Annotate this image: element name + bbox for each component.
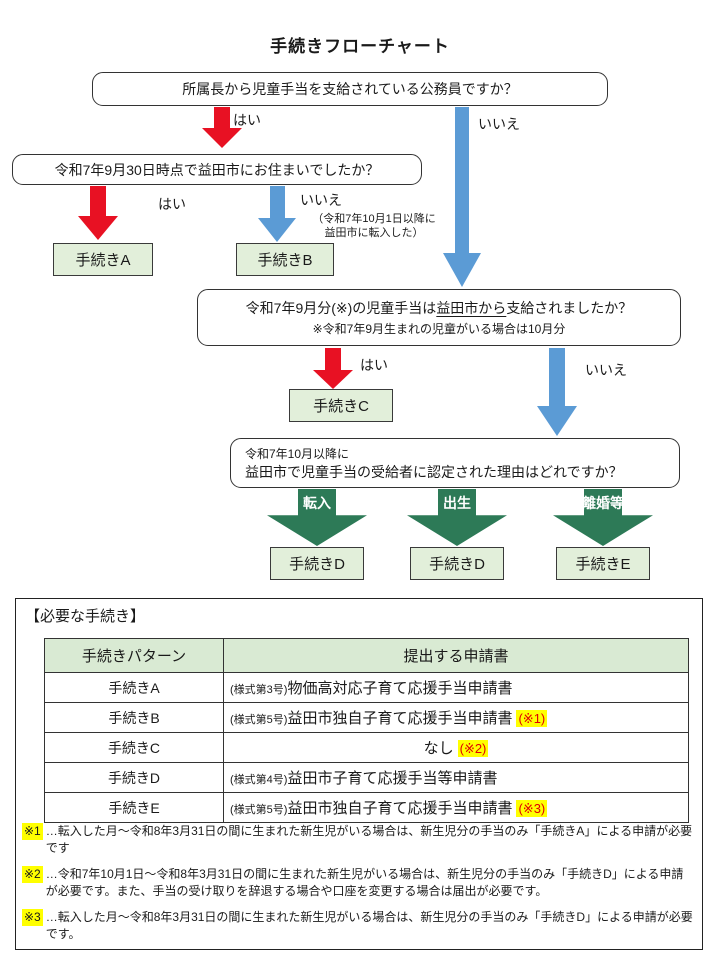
red-down-arrow-icon <box>90 186 106 216</box>
question-box-public-servant: 所属長から児童手当を支給されている公務員ですか？ <box>92 72 608 106</box>
branch-label: 離婚等 <box>582 495 624 511</box>
blue-down-arrow-icon <box>455 107 469 253</box>
section-title: 【必要な手続き】 <box>25 608 146 625</box>
footnote-text: …転入した月～令和8年3月31日の間に生まれた新生児がいる場合は、新生児分の手当… <box>45 824 693 855</box>
table-row: 手続きE (様式第5号)益田市独自子育て応援手当申請書(※3) <box>44 792 689 823</box>
pattern-cell: 手続きC <box>44 732 224 763</box>
form-cell: (様式第5号)益田市独自子育て応援手当申請書(※1) <box>223 702 689 733</box>
label-no: いいえ <box>300 192 342 208</box>
process-box-d2: 手続きD <box>410 547 504 580</box>
table-row: 手続きD (様式第4号)益田市子育て応援手当等申請書 <box>44 762 689 793</box>
label-no: いいえ <box>478 116 520 132</box>
green-branch-arrow-shussei-icon: 出生 <box>407 489 507 546</box>
red-down-arrow-icon <box>325 348 341 370</box>
question-box-residence: 令和7年9月30日時点で益田市にお住まいでしたか？ <box>12 154 422 185</box>
process-box-b: 手続きB <box>236 243 334 276</box>
form-name: 物価高対応子育て応援手当申請書 <box>287 680 513 697</box>
red-down-arrowhead-icon <box>202 128 242 148</box>
question-text-line2: 益田市で児童手当の受給者に認定された理由はどれですか？ <box>245 463 623 480</box>
question-box-recognition-reason: 令和7年10月以降に 益田市で児童手当の受給者に認定された理由はどれですか？ <box>230 438 680 488</box>
branch-label: 転入 <box>303 495 331 511</box>
table-row: 手続きB (様式第5号)益田市独自子育て応援手当申請書(※1) <box>44 702 689 733</box>
label-no: いいえ <box>585 362 627 378</box>
procedure-table: 手続きパターン 提出する申請書 手続きA (様式第3号)物価高対応子育て応援手当… <box>44 638 689 823</box>
form-note-ref: (※3) <box>516 800 548 817</box>
form-note-ref: (※2) <box>457 740 489 757</box>
red-down-arrowhead-icon <box>313 370 353 389</box>
form-cell: (様式第3号)物価高対応子育て応援手当申請書 <box>223 672 689 703</box>
red-down-arrowhead-icon <box>78 216 118 240</box>
footnote-3: ※3 …転入した月～令和8年3月31日の間に生まれた新生児がいる場合は、新生児分… <box>22 909 694 943</box>
footnote-2: ※2 …令和7年10月1日～令和8年3月31日の間に生まれた新生児がいる場合は、… <box>22 866 694 900</box>
label-yes: はい <box>233 112 261 128</box>
footnotes: ※1 …転入した月～令和8年3月31日の間に生まれた新生児がいる場合は、新生児分… <box>22 823 694 952</box>
table-header-row: 手続きパターン 提出する申請書 <box>44 638 689 673</box>
question-note: ※令和7年9月生まれの児童がいる場合は10月分 <box>312 322 566 336</box>
footnote-text: …転入した月～令和8年3月31日の間に生まれた新生児がいる場合は、新生児分の手当… <box>45 910 693 941</box>
page-title: 手続きフローチャート <box>270 37 450 56</box>
form-cell: なし(※2) <box>223 732 689 763</box>
form-cell: (様式第4号)益田市子育て応援手当等申請書 <box>223 762 689 793</box>
blue-down-arrow-icon <box>549 348 565 406</box>
required-procedures-panel: 【必要な手続き】 手続きパターン 提出する申請書 手続きA (様式第3号)物価高… <box>15 598 703 950</box>
underlined-text: 益田市から <box>436 300 507 316</box>
pattern-cell: 手続きB <box>44 702 224 733</box>
blue-down-arrowhead-icon <box>443 253 481 287</box>
col-header-pattern: 手続きパターン <box>44 638 224 673</box>
form-name: 益田市独自子育て応援手当申請書 <box>287 800 513 817</box>
form-name: 益田市独自子育て応援手当申請書 <box>287 710 513 727</box>
form-name: なし <box>423 740 454 757</box>
form-prefix: (様式第5号) <box>230 714 288 726</box>
green-branch-arrow-tennyu-icon: 転入 <box>267 489 367 546</box>
no-branch-note: （令和7年10月1日以降に 益田市に転入した） <box>312 213 436 239</box>
form-prefix: (様式第4号) <box>230 774 288 786</box>
table-row: 手続きA (様式第3号)物価高対応子育て応援手当申請書 <box>44 672 689 703</box>
table-row: 手続きC なし(※2) <box>44 732 689 763</box>
footnote-marker: ※3 <box>22 909 43 926</box>
question-text: 所属長から児童手当を支給されている公務員ですか？ <box>182 81 518 97</box>
process-box-c: 手続きC <box>289 389 393 422</box>
blue-down-arrow-icon <box>270 186 285 218</box>
footnote-text: …令和7年10月1日～令和8年3月31日の間に生まれた新生児がいる場合は、新生児… <box>45 867 684 898</box>
footnote-marker: ※1 <box>22 823 43 840</box>
form-name: 益田市子育て応援手当等申請書 <box>287 770 498 787</box>
blue-down-arrowhead-icon <box>258 218 296 242</box>
process-box-e: 手続きE <box>556 547 650 580</box>
question-text: 令和7年9月30日時点で益田市にお住まいでしたか？ <box>54 161 380 178</box>
form-cell: (様式第5号)益田市独自子育て応援手当申請書(※3) <box>223 792 689 823</box>
label-yes: はい <box>360 357 388 373</box>
pattern-cell: 手続きD <box>44 762 224 793</box>
pattern-cell: 手続きE <box>44 792 224 823</box>
form-prefix: (様式第5号) <box>230 804 288 816</box>
branch-label: 出生 <box>443 495 471 511</box>
blue-down-arrowhead-icon <box>537 406 577 436</box>
form-prefix: (様式第3号) <box>230 684 288 696</box>
red-down-arrow-icon <box>214 107 230 128</box>
pattern-cell: 手続きA <box>44 672 224 703</box>
label-yes: はい <box>158 196 186 212</box>
question-text: 令和7年9月分(※)の児童手当は益田市から支給されましたか？ <box>245 300 633 316</box>
form-note-ref: (※1) <box>516 710 548 727</box>
col-header-form: 提出する申請書 <box>223 638 689 673</box>
question-text-line1: 令和7年10月以降に <box>245 446 350 461</box>
footnote-1: ※1 …転入した月～令和8年3月31日の間に生まれた新生児がいる場合は、新生児分… <box>22 823 694 857</box>
footnote-marker: ※2 <box>22 866 43 883</box>
green-branch-arrow-rikon-icon: 離婚等 <box>553 489 653 546</box>
process-box-a: 手続きA <box>53 243 153 276</box>
question-box-september-payment: 令和7年9月分(※)の児童手当は益田市から支給されましたか？ ※令和7年9月生ま… <box>197 289 681 346</box>
process-box-d1: 手続きD <box>270 547 364 580</box>
